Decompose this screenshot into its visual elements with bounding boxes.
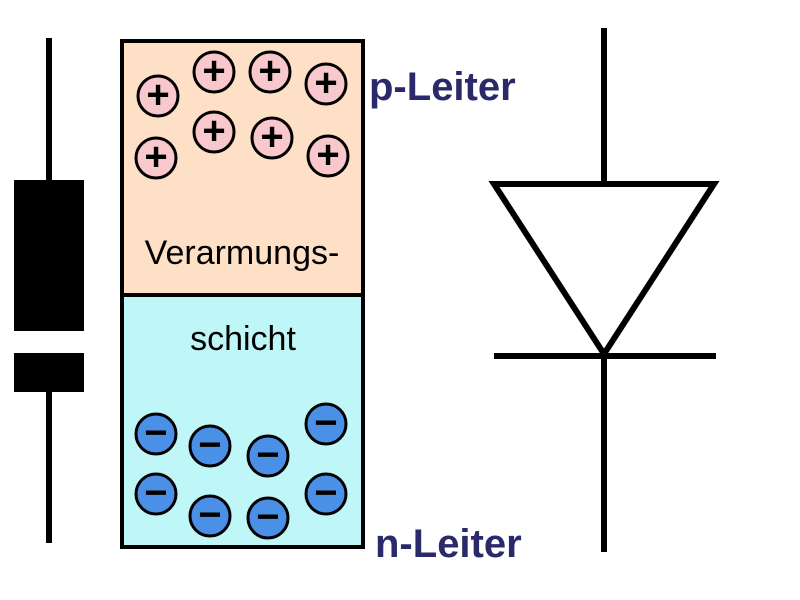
positive-charge-circle xyxy=(250,116,294,160)
positive-charge: + xyxy=(136,73,180,118)
positive-charge: + xyxy=(250,115,294,160)
negative-charges: −−−−−−−− xyxy=(134,401,348,540)
p-conductor-label: p-Leiter xyxy=(369,65,516,109)
negative-charge-circle xyxy=(304,402,348,446)
positive-charge-sign: + xyxy=(258,49,281,93)
negative-charge-circle xyxy=(188,424,232,468)
diode-symbol-triangle xyxy=(488,181,720,360)
positive-charge-sign: + xyxy=(146,73,169,117)
positive-charge-sign: + xyxy=(260,115,283,159)
positive-charge: + xyxy=(192,109,236,154)
diode-component-cathode-band xyxy=(14,331,84,353)
positive-charges: + + + + + + + + xyxy=(134,49,350,180)
positive-charge-circle xyxy=(134,136,178,180)
positive-charge-circle xyxy=(192,110,236,154)
pn-junction-block: Verarmungs- schicht ++++++++ −−−−−−−− xyxy=(120,39,365,549)
positive-charge-circle xyxy=(304,62,348,106)
negative-charge-sign: − xyxy=(256,433,279,477)
positive-charge: + xyxy=(304,61,348,106)
positive-charge-sign: + xyxy=(202,109,225,153)
negative-charge: − xyxy=(134,411,178,456)
negative-charge: − xyxy=(134,471,178,516)
negative-charge-sign: − xyxy=(144,411,167,455)
negative-charge: − xyxy=(188,493,232,538)
negative-charge-circle xyxy=(246,496,290,540)
depletion-label-line2: schicht xyxy=(190,320,296,358)
negative-charge-sign: − xyxy=(256,495,279,539)
positive-charge-sign: + xyxy=(202,49,225,93)
negative-charge-sign: − xyxy=(198,493,221,537)
diode-component-body xyxy=(14,180,84,392)
positive-charge: + xyxy=(134,135,178,180)
positive-charge-sign: + xyxy=(316,133,339,177)
positive-charge: + xyxy=(306,133,350,178)
negative-charge-circle xyxy=(188,494,232,538)
negative-charge: − xyxy=(188,423,232,468)
positive-charge-circle xyxy=(306,134,350,178)
negative-charge-circle xyxy=(304,472,348,516)
depletion-label-line1: Verarmungs- xyxy=(145,234,340,272)
positive-charge: + xyxy=(248,49,292,94)
negative-charge: − xyxy=(304,401,348,446)
negative-charge-sign: − xyxy=(314,471,337,515)
positive-charge-circle xyxy=(248,50,292,94)
positive-charge: + xyxy=(192,49,236,94)
positive-charge-sign: + xyxy=(144,135,167,179)
negative-charge-circle xyxy=(134,472,178,516)
negative-charge-sign: − xyxy=(198,423,221,467)
negative-charge-circle xyxy=(134,412,178,456)
negative-charge-sign: − xyxy=(314,401,337,445)
negative-charge: − xyxy=(304,471,348,516)
negative-charge-sign: − xyxy=(144,471,167,515)
diode-symbol xyxy=(488,28,720,552)
positive-charge-circle xyxy=(192,50,236,94)
positive-charge-circle xyxy=(136,74,180,118)
diode-component xyxy=(14,38,84,543)
positive-charge-sign: + xyxy=(314,61,337,105)
n-conductor-label: n-Leiter xyxy=(375,522,522,566)
negative-charge-circle xyxy=(246,434,290,478)
negative-charge: − xyxy=(246,495,290,540)
negative-charge: − xyxy=(246,433,290,478)
